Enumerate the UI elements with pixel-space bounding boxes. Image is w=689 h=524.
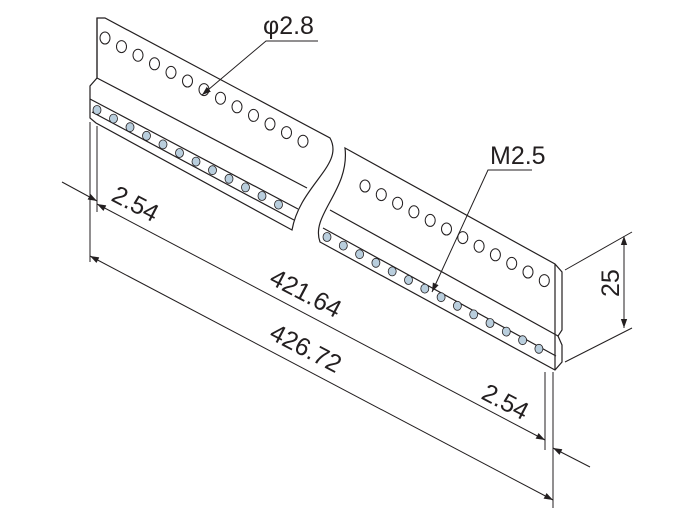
threaded-hole xyxy=(322,232,332,242)
threaded-hole xyxy=(501,326,511,337)
threaded-hole xyxy=(371,257,381,268)
threaded-hole xyxy=(404,275,413,285)
hole xyxy=(359,179,371,193)
hole xyxy=(473,239,485,253)
hole xyxy=(281,126,292,140)
threaded-hole xyxy=(257,191,267,201)
hole xyxy=(538,274,550,288)
hole xyxy=(506,256,518,270)
extension-lines xyxy=(89,122,633,508)
hole xyxy=(132,48,144,62)
threaded-hole xyxy=(92,105,102,115)
hole xyxy=(424,213,436,227)
threaded-hole xyxy=(452,300,462,311)
hole xyxy=(375,188,387,202)
threaded-hole xyxy=(191,156,201,167)
threaded-hole xyxy=(142,130,151,141)
threaded-hole xyxy=(534,343,544,354)
threaded-hole xyxy=(241,182,250,193)
hole xyxy=(182,74,193,88)
threaded-hole xyxy=(485,318,495,328)
hole xyxy=(297,134,309,148)
leader-thread-callout xyxy=(431,169,532,293)
hole xyxy=(99,31,111,45)
height-label: 25 xyxy=(597,269,625,297)
dim-line-left-offset xyxy=(61,181,98,202)
threaded-hole xyxy=(387,266,397,277)
hole xyxy=(149,57,160,71)
hole xyxy=(392,196,404,210)
hole xyxy=(248,108,259,122)
mounting-holes xyxy=(99,31,550,288)
threaded-hole xyxy=(109,113,118,124)
threaded-hole xyxy=(274,199,283,210)
thread-label: M2.5 xyxy=(490,142,546,170)
threaded-hole xyxy=(518,335,527,346)
hole xyxy=(441,222,452,236)
hole xyxy=(408,205,420,219)
hole xyxy=(231,100,243,114)
hole-diameter-label: φ2.8 xyxy=(263,12,314,40)
threaded-hole xyxy=(125,122,135,133)
hole xyxy=(215,91,226,105)
threaded-hole xyxy=(436,292,446,303)
threaded-hole xyxy=(158,139,168,150)
threaded-hole xyxy=(420,283,430,294)
hole xyxy=(116,40,127,54)
dim-line-overall xyxy=(89,255,554,501)
threaded-hole xyxy=(355,249,365,260)
hole xyxy=(489,248,501,262)
threaded-hole xyxy=(175,148,184,158)
hole xyxy=(522,265,534,279)
threaded-hole xyxy=(469,309,479,320)
hole xyxy=(264,117,276,131)
threaded-hole xyxy=(208,165,217,176)
leader-hole-callout xyxy=(201,40,318,96)
rail-left-segment xyxy=(89,17,334,231)
dim-line-right-offset xyxy=(552,447,591,468)
dim-line-hole-span xyxy=(96,203,546,441)
hole-span-label: 421.64 xyxy=(265,264,346,324)
left-offset-label: 2.54 xyxy=(107,181,163,228)
hole xyxy=(165,65,177,79)
threaded-holes xyxy=(92,105,544,354)
threaded-hole xyxy=(224,173,234,184)
threaded-hole xyxy=(338,240,348,251)
